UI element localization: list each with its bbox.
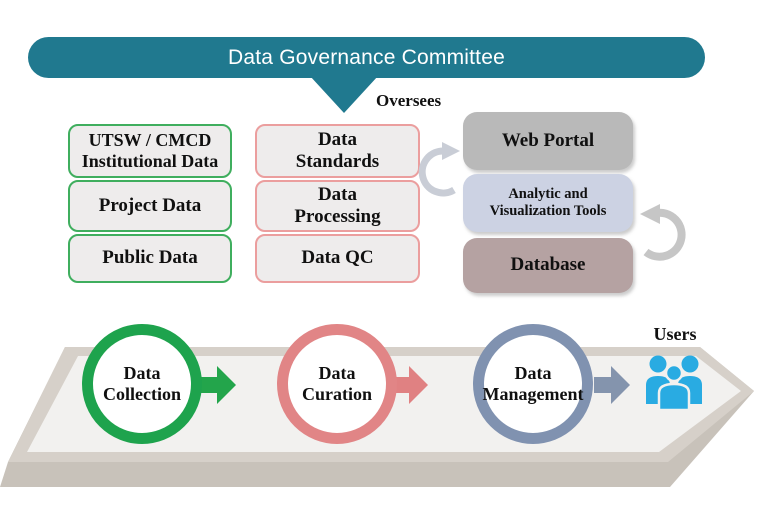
box-data-standards: Data Standards bbox=[255, 124, 420, 178]
flow-arrow-pink-icon bbox=[392, 366, 428, 404]
box-label: Project Data bbox=[98, 194, 202, 216]
box-label: Data Processing bbox=[294, 183, 381, 227]
box-database: Database bbox=[463, 238, 633, 293]
box-label: Analytic and Visualization Tools bbox=[489, 185, 607, 219]
box-label: Web Portal bbox=[501, 129, 595, 151]
box-analytic-visualization-tools: Analytic and Visualization Tools bbox=[463, 174, 633, 232]
oversees-label: Oversees bbox=[376, 91, 442, 110]
stage-label: Data Management bbox=[482, 363, 584, 404]
flow-arrow-blue-icon bbox=[594, 366, 630, 404]
stage-data-management: Data Management bbox=[473, 324, 593, 444]
box-project-data: Project Data bbox=[68, 180, 232, 232]
box-label: Data QC bbox=[301, 247, 374, 269]
stage-data-curation: Data Curation bbox=[277, 324, 397, 444]
box-data-qc: Data QC bbox=[255, 234, 420, 283]
flow-arrow-green-icon bbox=[200, 366, 236, 404]
box-institutional-data: UTSW / CMCD Institutional Data bbox=[68, 124, 232, 178]
box-label: Public Data bbox=[102, 247, 198, 269]
stage-data-collection: Data Collection bbox=[82, 324, 202, 444]
box-public-data: Public Data bbox=[68, 234, 232, 283]
cycle-arrow-left-icon bbox=[418, 142, 460, 197]
banner-pointer-triangle bbox=[310, 76, 378, 113]
stage-label: Data Collection bbox=[103, 363, 181, 404]
box-label: Database bbox=[510, 254, 586, 276]
box-label: UTSW / CMCD Institutional Data bbox=[81, 129, 219, 171]
people-group-icon bbox=[646, 355, 702, 412]
users-label: Users bbox=[653, 324, 697, 344]
box-data-processing: Data Processing bbox=[255, 180, 420, 232]
governance-banner: Data Governance Committee bbox=[28, 37, 705, 78]
box-web-portal: Web Portal bbox=[463, 112, 633, 170]
cycle-arrow-right-icon bbox=[640, 204, 686, 261]
box-label: Data Standards bbox=[295, 128, 380, 172]
stage-label: Data Curation bbox=[301, 363, 372, 404]
banner-title: Data Governance Committee bbox=[228, 45, 505, 69]
